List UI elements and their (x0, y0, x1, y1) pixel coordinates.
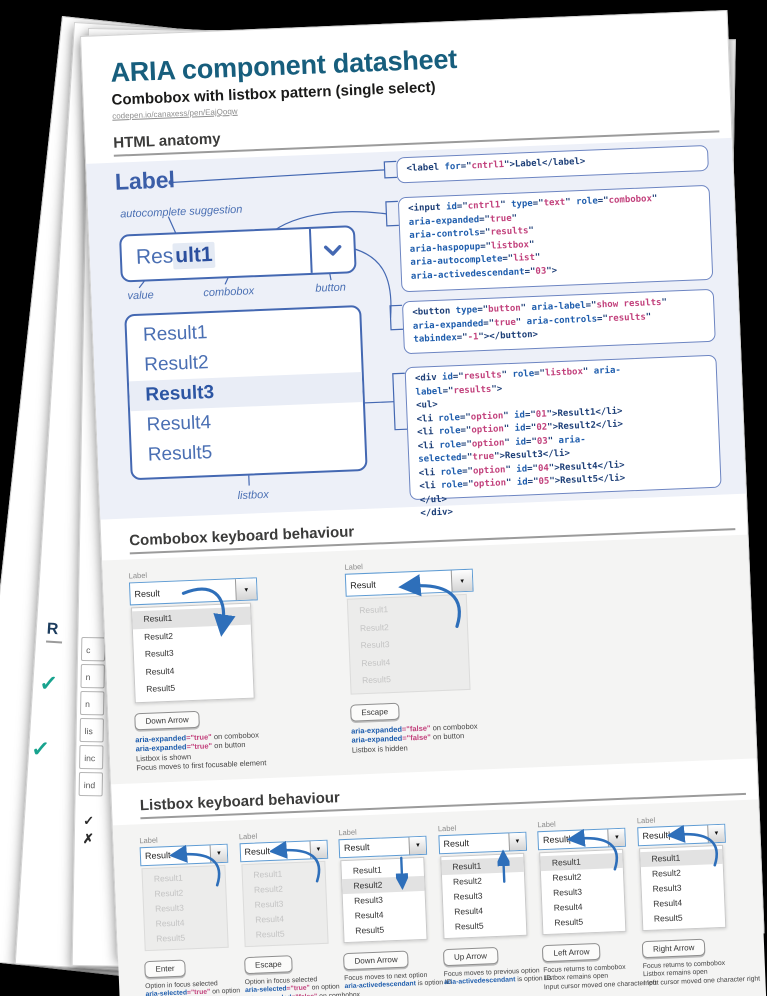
table-cell-fragment: c (80, 636, 106, 662)
code-snippet-input: <input id="cntrl1" type="text" role="com… (397, 184, 714, 293)
key-down-arrow: Down Arrow (134, 710, 200, 730)
down-arrow-icon (395, 856, 409, 890)
key-left-arrow: Left Arrow (542, 942, 601, 963)
dropdown-button-illustration (308, 227, 355, 273)
table-cell-fragment: ind (78, 771, 104, 797)
option-row: Result5 (554, 916, 584, 928)
table-cell-fragment: n (80, 690, 105, 716)
into-input-arrow-icon (567, 828, 619, 871)
chevron-down-icon: ▾ (416, 842, 420, 850)
into-input-arrow-icon (169, 844, 221, 887)
check-icon: ✓ (83, 813, 95, 829)
datasheet-page: ARIA component datasheet Combobox with l… (80, 9, 767, 996)
option-row: Result5 (355, 924, 385, 936)
key-down-arrow: Down Arrow (343, 950, 409, 971)
value-text: Result (642, 830, 669, 842)
value-text: Result (343, 842, 370, 854)
option-row: Result5 (454, 920, 484, 932)
value-text: Result (443, 838, 470, 850)
into-list-arrow-icon (181, 587, 236, 637)
cross-icon: ✗ (82, 831, 94, 847)
chevron-down-icon: ▾ (515, 838, 520, 846)
key-right-arrow: Right Arrow (641, 938, 706, 959)
table-cell-fragment: lis (79, 717, 104, 743)
option-row: Result5 (156, 932, 186, 944)
into-input-arrow-icon (398, 574, 461, 628)
typed-value: Res (135, 244, 174, 269)
option-row: Result5 (653, 912, 683, 924)
combobox-label: Label (344, 562, 364, 572)
combobox-label: Label (128, 570, 148, 581)
key-escape: Escape (350, 702, 400, 722)
up-arrow-icon (496, 849, 511, 883)
teal-check-icon: ✓ (38, 670, 59, 697)
combobox-input: Result ▾ (338, 835, 428, 859)
key-enter: Enter (144, 959, 186, 979)
value-text: Result (144, 850, 171, 862)
option-row: Result5 (146, 682, 176, 694)
value-text: Result (350, 579, 376, 591)
value-text: Result (134, 587, 161, 599)
into-input-arrow-icon (667, 824, 718, 867)
combobox-value: Result (340, 837, 410, 857)
into-input-arrow-icon (269, 840, 320, 883)
label-text: Label (114, 166, 176, 195)
value-caption: value (127, 289, 155, 303)
table-cell-fragment: inc (79, 744, 104, 770)
teal-check-icon: ✓ (30, 735, 51, 762)
combobox-caption: combobox (203, 285, 255, 300)
dropdown-button: ▾ (508, 832, 526, 851)
key-up-arrow: Up Arrow (442, 946, 499, 967)
background-heading-fragment: R (45, 620, 63, 644)
option-row: Result5 (361, 674, 392, 686)
dropdown-button: ▾ (408, 836, 427, 855)
table-cell-fragment: n (80, 663, 105, 689)
button-caption: button (315, 281, 347, 295)
option-row: Result5 (255, 928, 285, 940)
value-text: Result (244, 846, 271, 858)
chevron-down-icon (323, 244, 342, 256)
code-line: <label for="cntrl1">Label</label> (406, 156, 586, 174)
code-snippet-listbox: <div id="results" role="listbox" aria-la… (404, 354, 722, 519)
combobox-input: Result ▾ (438, 831, 527, 855)
value-text: Result (542, 834, 569, 846)
suggested-value: ult1 (172, 241, 216, 270)
listbox-caption: listbox (237, 488, 269, 503)
key-escape: Escape (243, 955, 294, 975)
